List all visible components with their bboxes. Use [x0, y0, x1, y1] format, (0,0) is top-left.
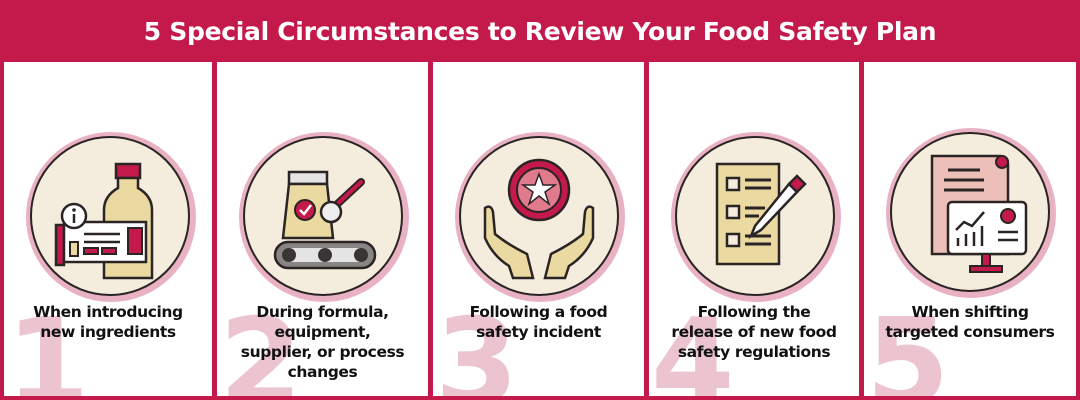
panel-3: 3 Following a food safety incident: [433, 62, 649, 396]
header-banner: 5 Special Circumstances to Review Your F…: [0, 0, 1080, 62]
icon-circle: [671, 132, 841, 302]
circumstance-label: When shifting targeted consumers: [885, 303, 1055, 341]
page-title: 5 Special Circumstances to Review Your F…: [143, 16, 937, 46]
report-analytics-monitor-icon: [930, 154, 1028, 273]
panel-2: 2 During formul: [217, 62, 433, 396]
step-number: 1: [6, 294, 90, 397]
icon-circle: [886, 128, 1056, 298]
circumstance-label: When introducing new ingredients: [33, 303, 183, 341]
circumstances-panels: 1 Wh: [4, 62, 1076, 396]
icon-circle: [26, 132, 196, 302]
conveyor-production-icon: [273, 170, 377, 270]
step-number: 5: [866, 294, 950, 397]
circumstance-label: Following a food safety incident: [469, 303, 608, 341]
panel-5: 5: [864, 62, 1076, 396]
icon-circle: [239, 132, 409, 302]
icon-circle: [455, 132, 625, 302]
checklist-pen-icon: [715, 162, 807, 266]
hands-star-badge-icon: [483, 158, 595, 280]
step-number: 4: [651, 294, 735, 397]
circumstance-label: During formula, equipment, supplier, or …: [240, 303, 405, 381]
circumstance-label: Following the release of new food safety…: [671, 303, 837, 361]
step-number: 3: [435, 294, 519, 397]
panel-4: 4 Following the: [649, 62, 864, 396]
step-number: 2: [219, 294, 303, 397]
panel-1: 1 Wh: [4, 62, 217, 396]
ingredient-bottle-label-icon: [54, 162, 154, 280]
